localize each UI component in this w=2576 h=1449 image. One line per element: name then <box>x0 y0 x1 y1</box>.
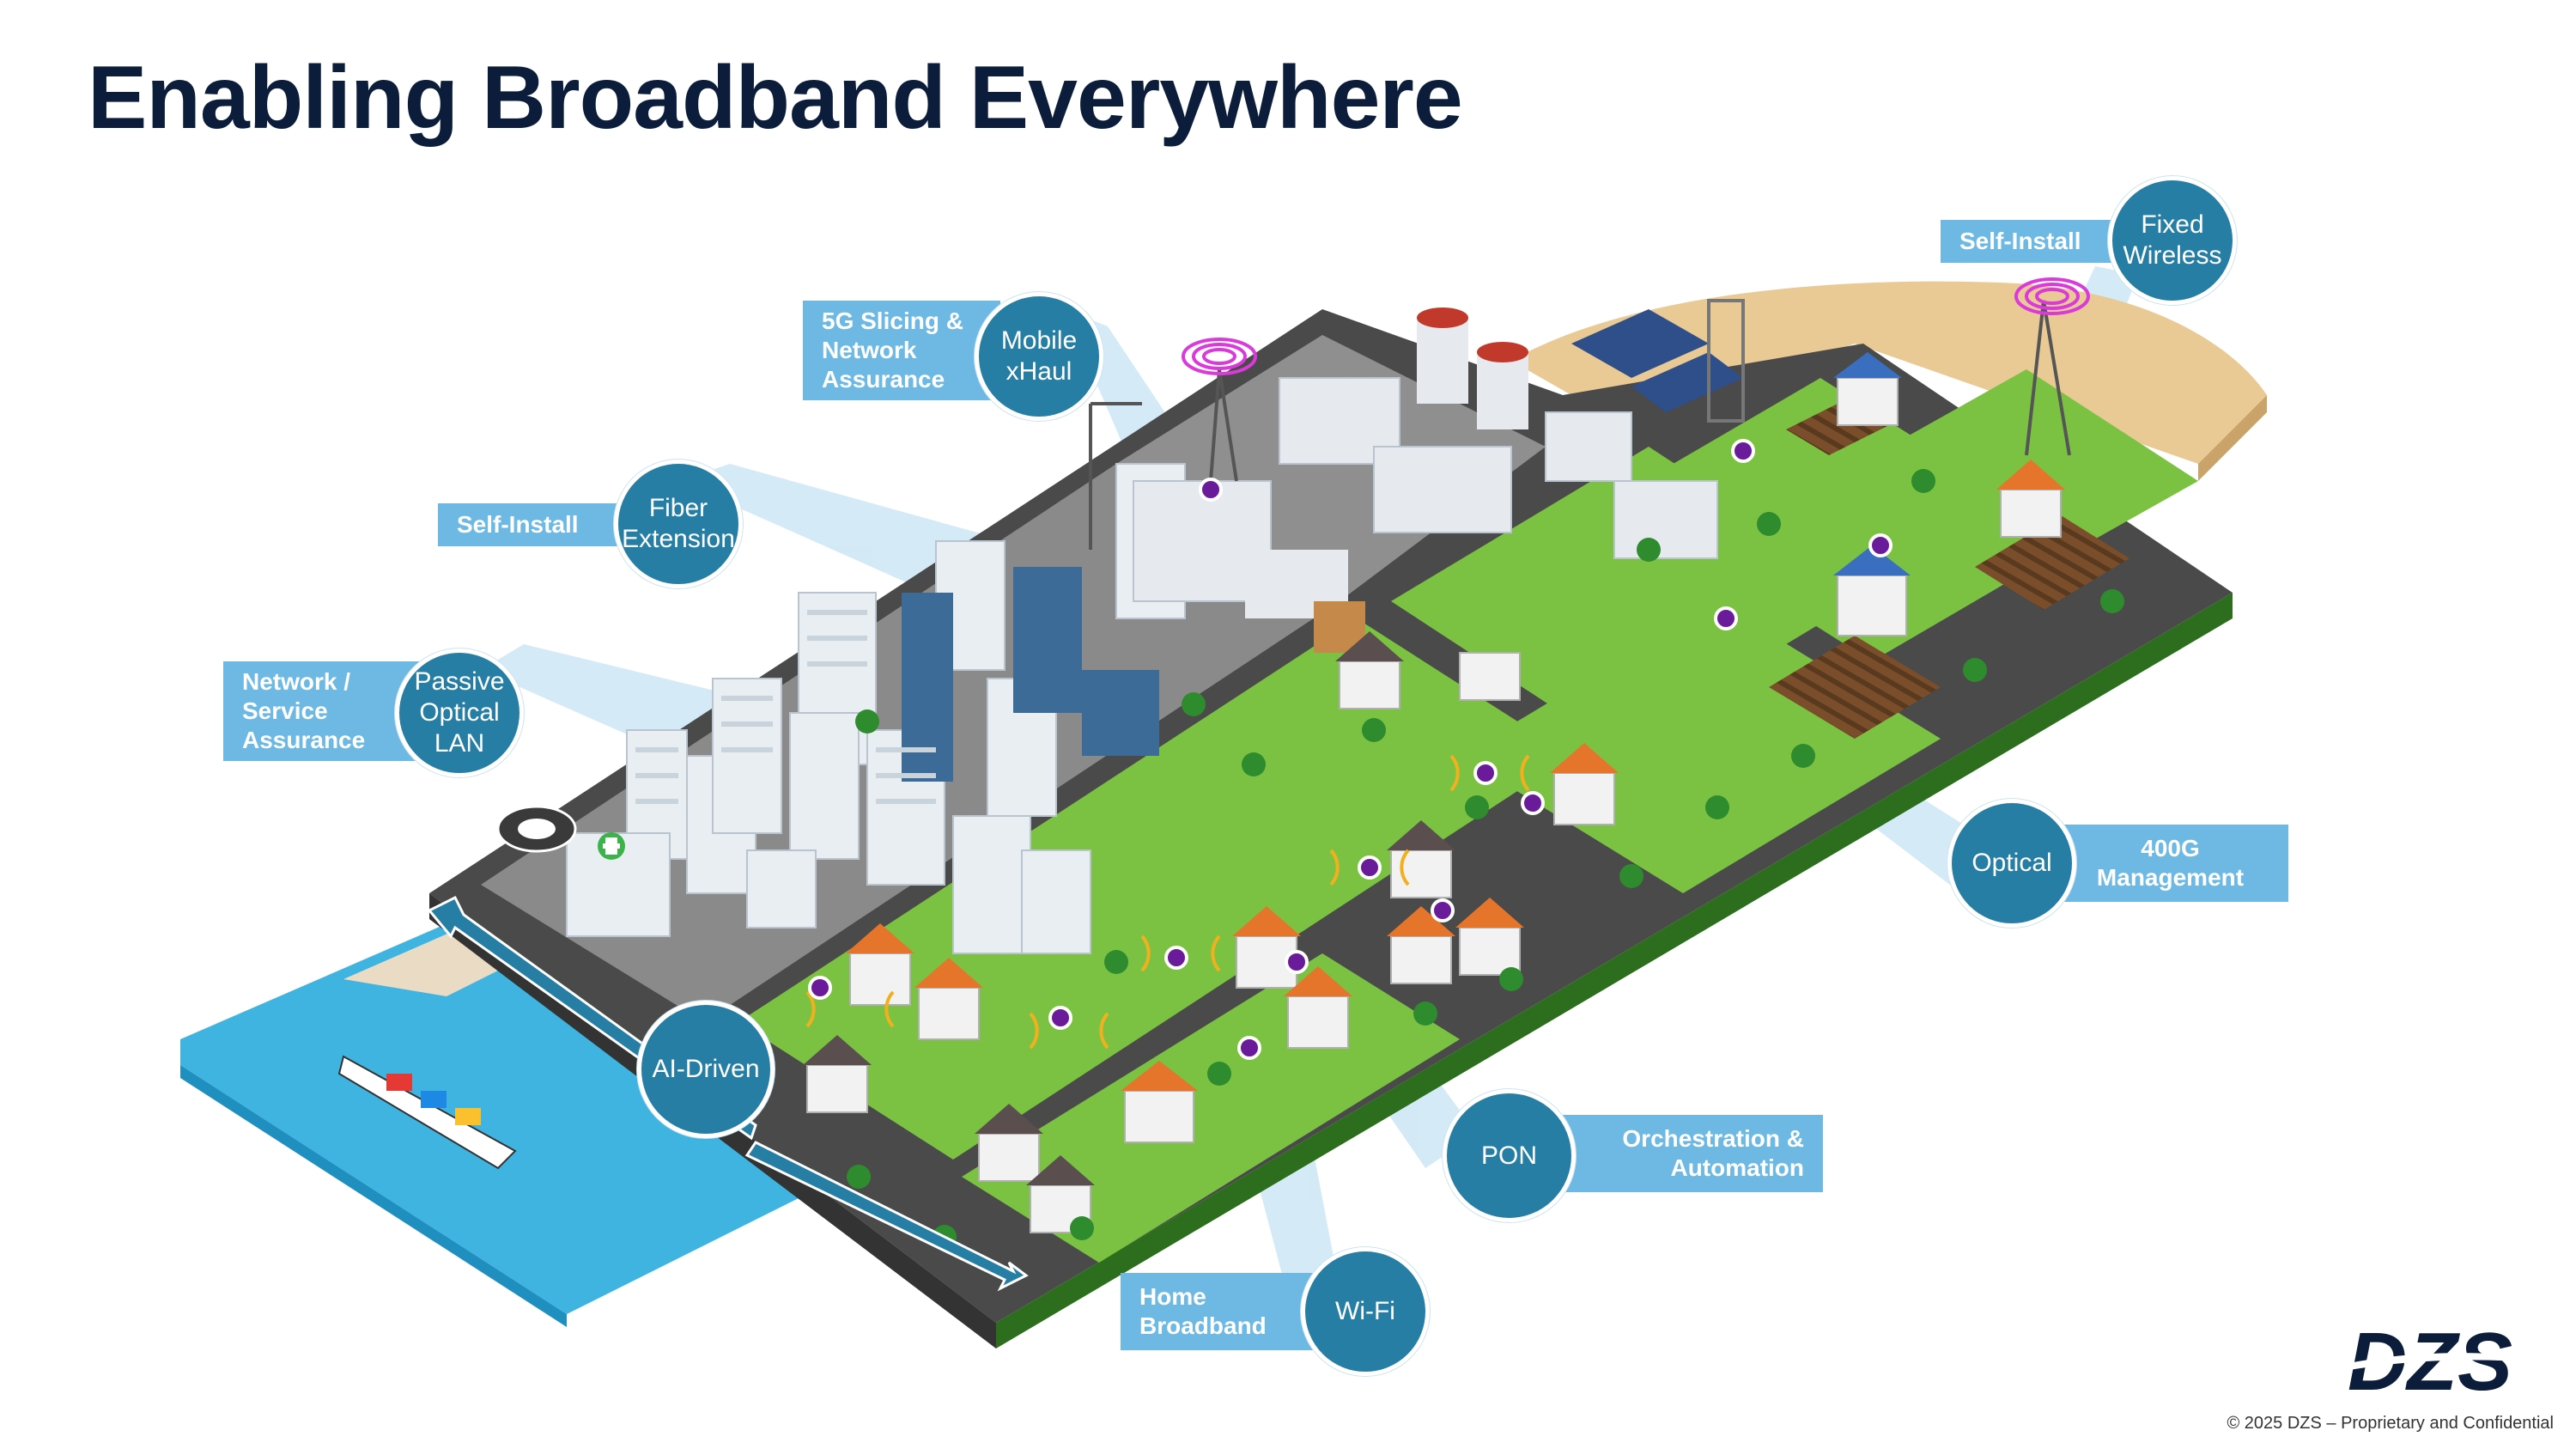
tag-5g-slicing: 5G Slicing & Network Assurance <box>803 301 1000 400</box>
circle-wifi: Wi-Fi <box>1301 1247 1430 1376</box>
dzs-logo: DZS <box>2344 1316 2550 1400</box>
circle-optical: Optical <box>1947 799 2076 928</box>
tag-home-broadband: Home Broadband <box>1121 1273 1331 1350</box>
cell-towers <box>1089 300 2071 550</box>
tag-400g-management: 400G Management <box>2052 825 2288 902</box>
circle-text: Mobile xHaul <box>1000 326 1078 386</box>
circle-pon: PON <box>1443 1089 1576 1222</box>
circle-text: Passive Optical LAN <box>414 667 505 758</box>
circle-text: PON <box>1480 1141 1537 1170</box>
tag-text: Self-Install <box>457 511 579 538</box>
tag-self-install-wireless: Self-Install <box>1941 220 2121 263</box>
tag-text: Self-Install <box>1959 228 2081 254</box>
logo-swoosh <box>2344 1353 2550 1371</box>
circle-fixed-wireless: Fixed Wireless <box>2108 176 2237 305</box>
solar-farm <box>1571 299 1745 423</box>
circle-text: Fiber Extension <box>622 494 735 553</box>
industrial-zone <box>1133 307 1718 653</box>
circle-mobile-xhaul: Mobile xHaul <box>975 292 1103 421</box>
tag-orchestration-automation: Orchestration & Automation <box>1550 1115 1823 1192</box>
circle-ai-driven: AI-Driven <box>637 1001 775 1138</box>
tag-text: Home Broadband <box>1139 1283 1267 1339</box>
circle-text: AI-Driven <box>652 1055 760 1083</box>
wifi-signals <box>805 754 1530 1050</box>
page-title: Enabling Broadband Everywhere <box>88 48 1463 148</box>
office-towers <box>496 463 1186 954</box>
tag-self-install: Self-Install <box>438 503 627 546</box>
tag-text: Network / Service Assurance <box>242 668 366 753</box>
houses <box>803 352 2065 1233</box>
footer-copyright: © 2025 DZS – Proprietary and Confidentia… <box>2227 1414 2555 1433</box>
circle-text: Optical <box>1971 849 2052 877</box>
cargo-ship <box>337 1055 517 1170</box>
network-endpoints <box>808 439 1893 1060</box>
circle-text: Wi-Fi <box>1335 1297 1395 1325</box>
tag-text: 5G Slicing & Network Assurance <box>822 307 963 393</box>
tower-signal-rings <box>1182 277 2090 375</box>
circle-passive-optical-lan: Passive Optical LAN <box>395 648 524 777</box>
circle-text: Fixed Wireless <box>2123 210 2222 270</box>
tag-text: 400G Management <box>2096 835 2245 891</box>
circle-fiber-extension: Fiber Extension <box>614 460 743 588</box>
tag-text: Orchestration & Automation <box>1622 1125 1804 1181</box>
